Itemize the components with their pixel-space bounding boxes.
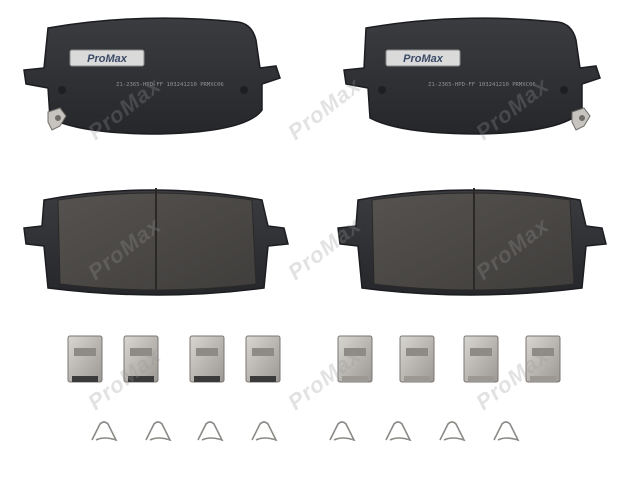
abutment-clips [67, 335, 561, 383]
wire-clip [91, 421, 118, 442]
promax-logo-right: ProMax [385, 49, 461, 67]
abutment-clip [123, 335, 159, 383]
backing-stamp-right: Z1-2365-HPD-FF 103241210 PRMXC06 [428, 82, 536, 88]
wire-clip [439, 421, 466, 442]
abutment-clip [463, 335, 499, 383]
abutment-clip [189, 335, 225, 383]
abutment-clip [525, 335, 561, 383]
wear-sensor-left [47, 107, 67, 131]
brake-pad-friction-right [337, 188, 607, 296]
wire-clip [145, 421, 172, 442]
wire-clips [91, 421, 520, 442]
brake-pad-backing-left: ProMax Z1-2365-HPD-FF 103241210 PRMXC06 [23, 17, 281, 135]
wire-clip [197, 421, 224, 442]
wire-clip [385, 421, 412, 442]
wear-sensor-right [571, 107, 591, 131]
brand-label: ProMax [87, 53, 128, 65]
wire-clip [251, 421, 278, 442]
backing-stamp-left: Z1-2365-HPD-FF 103241210 PRMXC06 [116, 82, 224, 88]
promax-logo-left: ProMax [69, 49, 145, 67]
brand-label: ProMax [403, 53, 444, 65]
abutment-clip [245, 335, 281, 383]
wire-clip [493, 421, 520, 442]
abutment-clip [337, 335, 373, 383]
abutment-clip [399, 335, 435, 383]
wire-clip [329, 421, 356, 442]
brake-pad-backing-right: ProMax Z1-2365-HPD-FF 103241210 PRMXC06 [343, 17, 601, 135]
abutment-clip [67, 335, 103, 383]
brake-pad-friction-left [23, 188, 289, 296]
